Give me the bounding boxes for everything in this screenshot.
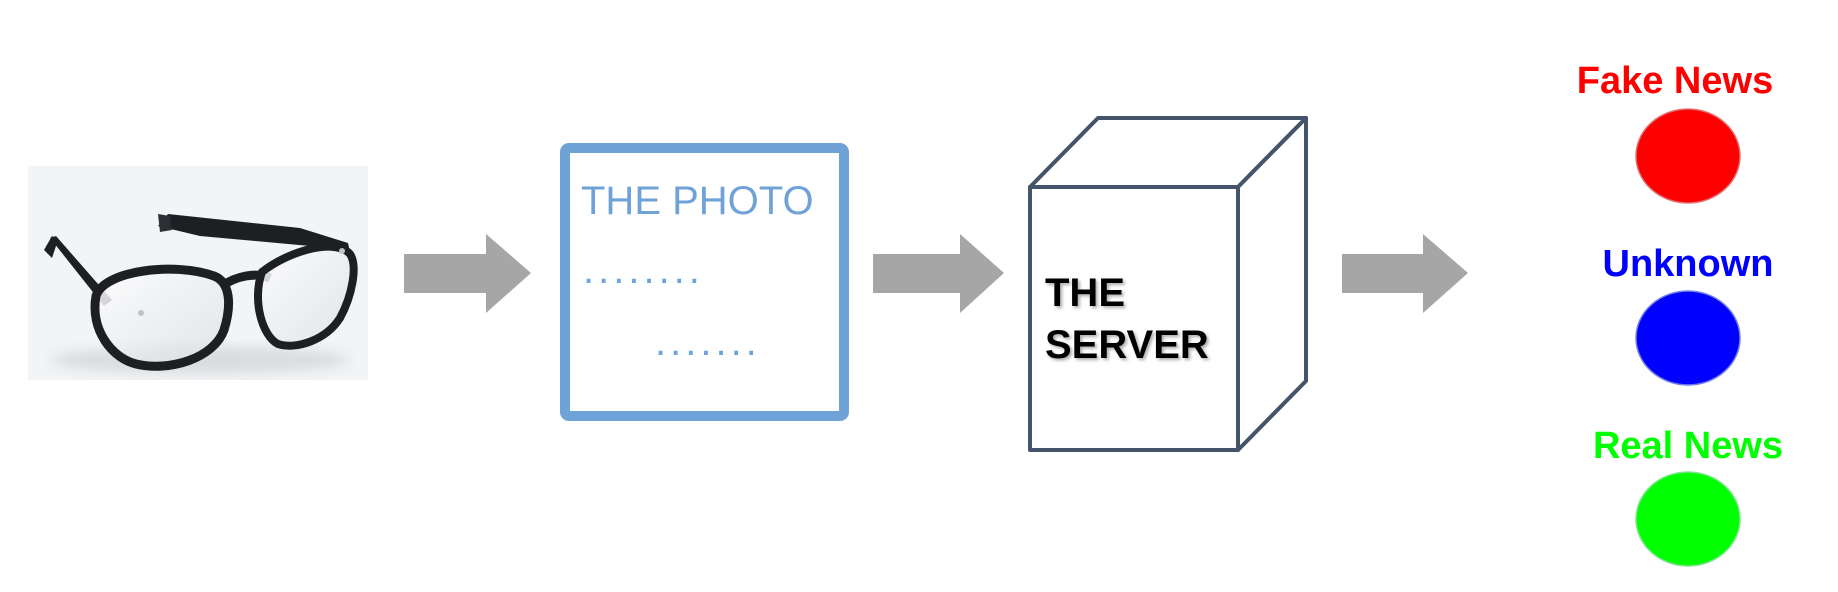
unknown-indicator xyxy=(1635,290,1741,386)
photo-box-title: THE PHOTO xyxy=(581,179,814,223)
output-fake-news: Fake News xyxy=(1577,60,1773,204)
unknown-label: Unknown xyxy=(1603,243,1774,285)
server-cube xyxy=(1028,116,1308,452)
flow-arrow-2 xyxy=(873,234,1004,313)
smart-glasses-image xyxy=(28,166,368,380)
photo-box: THE PHOTO ........ ....... xyxy=(560,143,849,421)
flow-arrow-1 xyxy=(404,234,531,313)
real-news-indicator xyxy=(1635,471,1741,567)
photo-box-dots-line-2: ....... xyxy=(655,320,761,364)
output-real-news: Real News xyxy=(1593,425,1783,567)
fake-news-indicator xyxy=(1635,108,1741,204)
server-label: THE SERVER xyxy=(1045,271,1209,367)
photo-box-dots-line-1: ........ xyxy=(583,248,704,292)
output-unknown: Unknown xyxy=(1603,243,1774,386)
server-label-line-2: SERVER xyxy=(1045,323,1209,367)
real-news-label: Real News xyxy=(1593,425,1783,467)
flow-arrow-3 xyxy=(1342,234,1468,313)
fake-news-label: Fake News xyxy=(1577,60,1773,102)
server-cube-front xyxy=(1028,185,1240,452)
server-label-line-1: THE xyxy=(1045,271,1125,315)
